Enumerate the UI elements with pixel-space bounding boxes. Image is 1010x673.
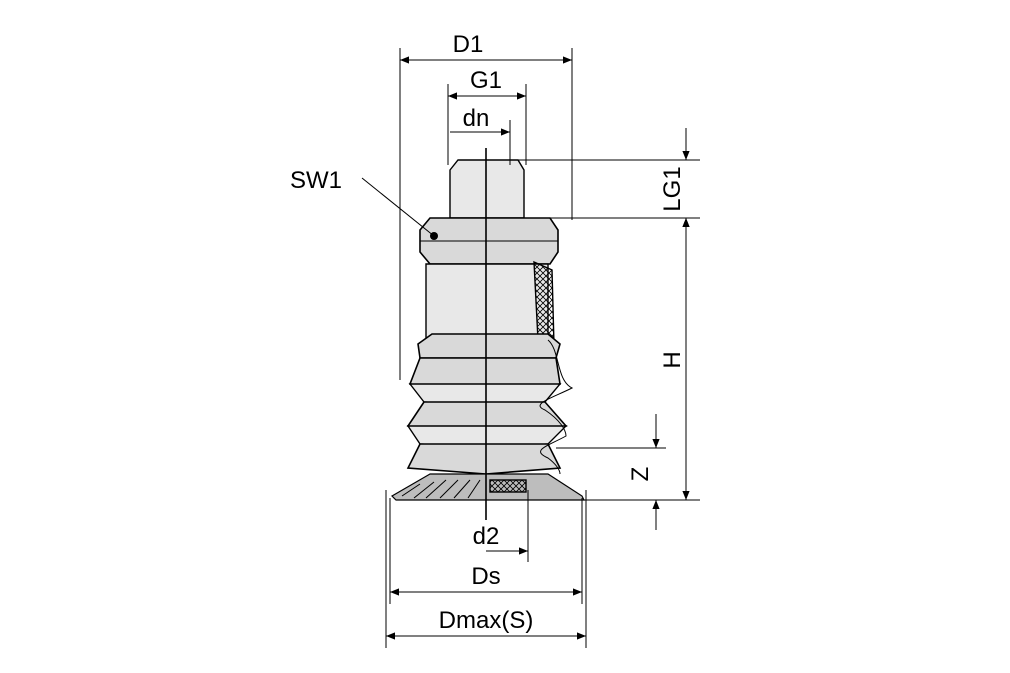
label-h: H: [659, 351, 686, 368]
label-z: Z: [627, 467, 654, 482]
label-sw1: SW1: [290, 167, 342, 194]
cup-neck: [425, 263, 549, 341]
sealing-lip: [391, 473, 585, 501]
label-dn: dn: [463, 105, 490, 132]
label-dmax: Dmax(S): [439, 607, 534, 634]
label-g1: G1: [470, 67, 502, 94]
thread-nipple: [449, 159, 525, 219]
suction-cup-part: [391, 148, 585, 520]
label-ds: Ds: [471, 563, 500, 590]
bellows-fold-5: [406, 443, 562, 475]
bellows-ring-1: [417, 333, 561, 359]
section-wall: [533, 260, 555, 346]
label-d1: D1: [453, 31, 484, 58]
lip-insert: [489, 479, 527, 493]
dimensions: D1 G1 dn SW1 LG1 H Z d2: [290, 31, 700, 648]
label-lg1: LG1: [659, 166, 686, 211]
bellows-section: [539, 339, 574, 475]
label-d2: d2: [473, 523, 500, 550]
